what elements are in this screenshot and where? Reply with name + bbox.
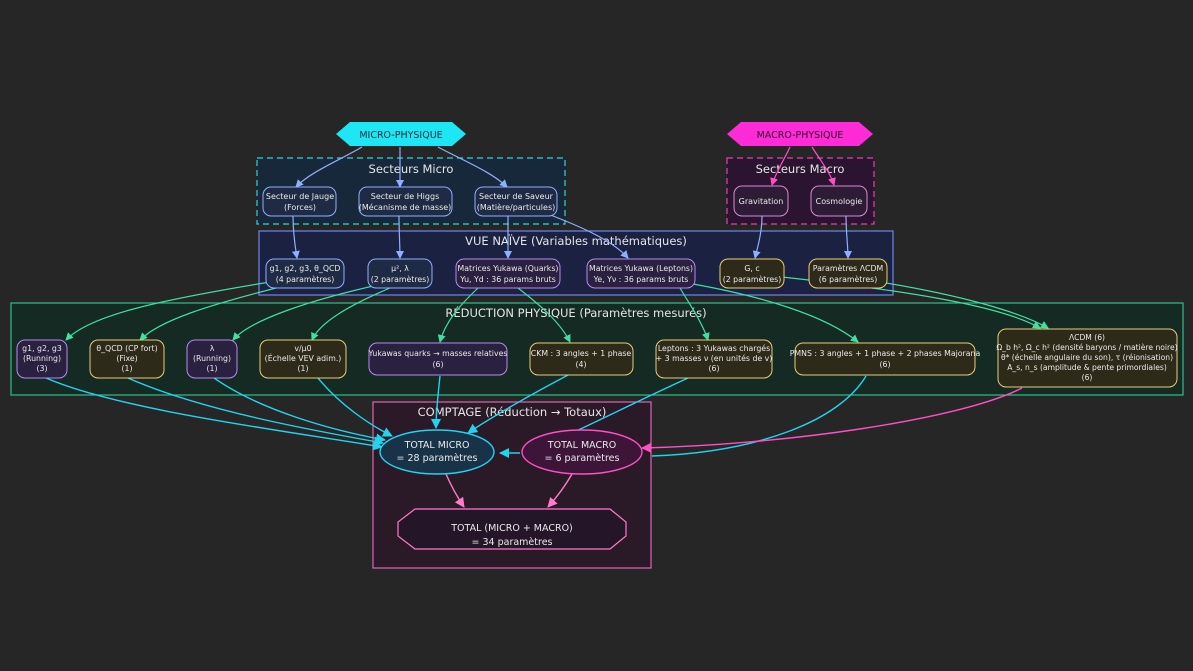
svg-text:(2 paramètres): (2 paramètres) (371, 275, 430, 284)
svg-text:(6): (6) (879, 360, 890, 369)
node-micro-physique[interactable]: MICRO-PHYSIQUE (336, 122, 466, 146)
edge-jauge-naive (291, 215, 300, 259)
node-phys-leptons[interactable]: Leptons : 3 Yukawas chargés + 3 masses ν… (655, 339, 773, 379)
node-naive-gauge[interactable]: g1, g2, g3, θ_QCD (4 paramètres) (265, 258, 345, 289)
node-phys-g123[interactable]: g1, g2, g3 (Running) (3) (16, 339, 68, 379)
node-cosmologie[interactable]: Cosmologie (810, 185, 868, 217)
node-naive-gc[interactable]: G, c (2 paramètres) (719, 258, 785, 289)
node-macro-physique[interactable]: MACRO-PHYSIQUE (727, 122, 873, 146)
node-phys-ckm[interactable]: CKM : 3 angles + 1 phase (4) (529, 342, 634, 376)
svg-text:g1, g2, g3, θ_QCD: g1, g2, g3, θ_QCD (270, 264, 341, 273)
node-naive-higgs[interactable]: μ², λ (2 paramètres) (367, 258, 433, 289)
svg-text:CKM : 3 angles + 1 phase: CKM : 3 angles + 1 phase (531, 349, 632, 358)
svg-text:(2 paramètres): (2 paramètres) (723, 275, 782, 284)
svg-text:θ* (échelle angulaire du son),: θ* (échelle angulaire du son), τ (réioni… (1001, 353, 1173, 362)
node-phys-yukawa-quarks[interactable]: Yukawas quarks → masses relatives (6) (368, 342, 508, 376)
cluster-naive: VUE NAÏVE (Variables mathématiques) (258, 230, 894, 296)
svg-text:Ω_b h², Ω_c h² (densité baryon: Ω_b h², Ω_c h² (densité baryons / matièr… (996, 343, 1177, 352)
svg-text:Yukawas quarks → masses relati: Yukawas quarks → masses relatives (368, 349, 508, 358)
edges-top (291, 146, 852, 259)
edge-micro-jauge (295, 146, 363, 188)
svg-text:(1): (1) (206, 364, 217, 373)
svg-text:(Running): (Running) (23, 354, 61, 363)
svg-text:(Échelle VEV adim.): (Échelle VEV adim.) (265, 354, 342, 363)
svg-text:Ye, Yν : 36 params bruts: Ye, Yν : 36 params bruts (593, 275, 689, 284)
svg-text:Secteur de Higgs: Secteur de Higgs (371, 192, 439, 201)
svg-text:(Fixe): (Fixe) (116, 354, 137, 363)
svg-text:Paramètres ΛCDM: Paramètres ΛCDM (813, 264, 883, 273)
edge-gravitation-gc (752, 215, 763, 259)
svg-text:(Forces): (Forces) (284, 203, 316, 212)
svg-text:(Matière/particules): (Matière/particules) (477, 202, 555, 212)
node-gravitation[interactable]: Gravitation (733, 185, 789, 217)
svg-text:λ: λ (210, 344, 215, 353)
svg-text:= 34 paramètres: = 34 paramètres (472, 537, 553, 548)
micro-physique-label: MICRO-PHYSIQUE (359, 130, 442, 141)
svg-text:Cosmologie: Cosmologie (816, 197, 863, 206)
edges-totals (45, 373, 867, 458)
node-phys-vev[interactable]: v/μ0 (Échelle VEV adim.) (1) (259, 339, 347, 379)
edge-cosmologie-lcdm (843, 215, 852, 259)
svg-text:PMNS : 3 angles + 1 phase + 2: PMNS : 3 angles + 1 phase + 2 phases Maj… (790, 349, 981, 358)
edge-lcdm-macro (641, 387, 1023, 453)
node-phys-lcdm[interactable]: ΛCDM (6) Ω_b h², Ω_c h² (densité baryons… (996, 328, 1178, 388)
svg-text:(1): (1) (121, 364, 132, 373)
edge-micro-saveur (437, 146, 508, 188)
svg-text:(Running): (Running) (193, 354, 231, 363)
node-total-all[interactable]: TOTAL (MICRO + MACRO) = 34 paramètres (397, 508, 627, 550)
svg-text:G, c: G, c (744, 264, 759, 273)
svg-text:g1, g2, g3: g1, g2, g3 (22, 344, 62, 353)
node-naive-yukawa-leptons[interactable]: Matrices Yukawa (Leptons) Ye, Yν : 36 pa… (586, 258, 696, 289)
node-secteur-jauge[interactable]: Secteur de Jauge (Forces) (262, 186, 337, 217)
node-phys-lambda[interactable]: λ (Running) (1) (186, 339, 238, 379)
svg-text:(4 paramètres): (4 paramètres) (276, 275, 335, 284)
node-secteur-higgs[interactable]: Secteur de Higgs (Mécanisme de masse) (358, 186, 453, 217)
svg-text:Yu, Yd : 36 params bruts: Yu, Yd : 36 params bruts (459, 275, 556, 284)
edge-higgs-naive (395, 215, 404, 259)
svg-text:TOTAL (MICRO + MACRO): TOTAL (MICRO + MACRO) (450, 523, 573, 534)
svg-text:(6): (6) (708, 364, 719, 373)
cluster-macro-title: Secteurs Macro (756, 162, 845, 176)
svg-text:(Mécanisme de masse): (Mécanisme de masse) (359, 202, 452, 212)
svg-text:Secteur de Jauge: Secteur de Jauge (266, 192, 334, 201)
edge-macro-gravitation (770, 146, 791, 186)
node-secteur-saveur[interactable]: Secteur de Saveur (Matière/particules) (474, 186, 558, 217)
svg-text:μ², λ: μ², λ (391, 264, 409, 273)
cluster-physique-title: RÉDUCTION PHYSIQUE (Paramètres mesurés) (445, 305, 706, 320)
svg-text:ΛCDM (6): ΛCDM (6) (1069, 333, 1105, 342)
svg-text:(4): (4) (575, 360, 586, 369)
node-naive-lcdm[interactable]: Paramètres ΛCDM (6 paramètres) (808, 258, 888, 289)
svg-text:Gravitation: Gravitation (739, 197, 784, 206)
macro-physique-label: MACRO-PHYSIQUE (757, 130, 844, 141)
node-phys-pmns[interactable]: PMNS : 3 angles + 1 phase + 2 phases Maj… (790, 342, 981, 376)
edge-macro-total (547, 473, 573, 508)
node-naive-yukawa-quarks[interactable]: Matrices Yukawa (Quarks) Yu, Yd : 36 par… (455, 258, 561, 289)
svg-text:(6): (6) (1082, 373, 1093, 382)
cluster-comptage-title: COMPTAGE (Réduction → Totaux) (418, 405, 607, 419)
node-total-macro[interactable]: TOTAL MACRO = 6 paramètres (521, 429, 643, 475)
svg-text:(6): (6) (432, 360, 443, 369)
cluster-micro-title: Secteurs Micro (369, 162, 454, 176)
cluster-naive-title: VUE NAÏVE (Variables mathématiques) (465, 233, 687, 248)
edge-micro-total (445, 473, 465, 508)
svg-text:v/μ0: v/μ0 (294, 344, 311, 353)
svg-text:= 28 paramètres: = 28 paramètres (397, 453, 478, 464)
svg-text:(1): (1) (297, 364, 308, 373)
edge-macro-cosmologie (811, 146, 836, 186)
svg-text:Matrices Yukawa (Quarks): Matrices Yukawa (Quarks) (458, 264, 559, 273)
svg-text:(3): (3) (36, 364, 47, 373)
svg-text:Secteur de Saveur: Secteur de Saveur (479, 192, 554, 201)
svg-text:TOTAL MACRO: TOTAL MACRO (547, 440, 616, 451)
svg-text:Leptons : 3 Yukawas chargés: Leptons : 3 Yukawas chargés (658, 344, 770, 353)
svg-text:(6 paramètres): (6 paramètres) (819, 275, 878, 284)
node-total-micro[interactable]: TOTAL MICRO = 28 paramètres (379, 429, 495, 475)
svg-text:TOTAL MICRO: TOTAL MICRO (404, 440, 470, 451)
node-phys-thetaqcd[interactable]: θ_QCD (CP fort) (Fixe) (1) (89, 339, 165, 379)
svg-text:Matrices Yukawa (Leptons): Matrices Yukawa (Leptons) (589, 264, 693, 273)
svg-text:= 6 paramètres: = 6 paramètres (545, 453, 620, 464)
svg-text:θ_QCD (CP fort): θ_QCD (CP fort) (96, 344, 157, 353)
svg-text:A_s, n_s (amplitude & pente pr: A_s, n_s (amplitude & pente primordiales… (1007, 363, 1167, 372)
svg-text:+ 3 masses ν (en unités de v): + 3 masses ν (en unités de v) (656, 354, 773, 363)
